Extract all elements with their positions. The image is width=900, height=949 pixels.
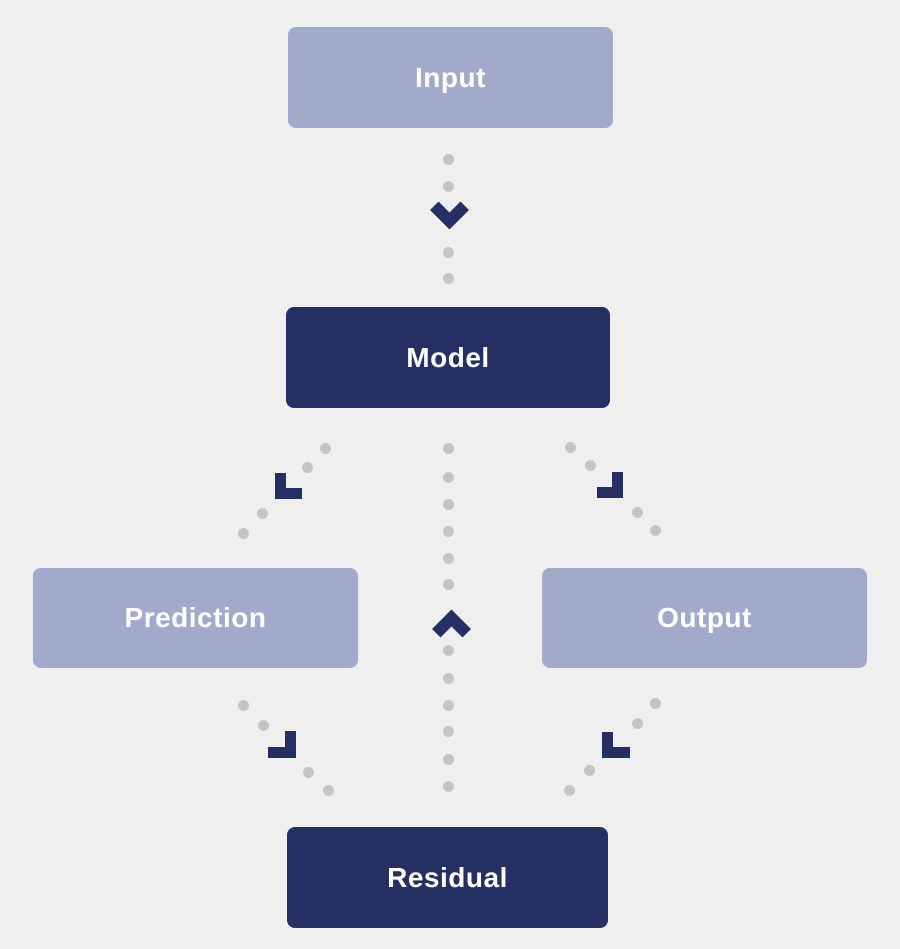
connector-dot	[442, 552, 454, 564]
connector-dot	[583, 764, 595, 776]
node-input: Input	[288, 27, 613, 128]
connector-dot	[631, 717, 643, 729]
connector-dot	[319, 442, 331, 454]
connector-dot	[564, 441, 576, 453]
node-input-label: Input	[415, 61, 486, 93]
connector-dot	[442, 442, 454, 454]
node-output: Output	[542, 568, 867, 668]
connector-dot	[442, 699, 454, 711]
connector-dot	[442, 272, 454, 284]
connector-dot	[442, 780, 454, 792]
connector-dot	[649, 524, 661, 536]
node-residual: Residual	[287, 827, 608, 928]
connector-dot	[442, 471, 454, 483]
connector-dot	[442, 180, 454, 192]
connector-dot	[442, 153, 454, 165]
node-output-label: Output	[657, 602, 752, 633]
connector-dot	[649, 697, 661, 709]
connector-dot	[442, 578, 454, 590]
connector-dot	[256, 507, 268, 519]
connector-dot	[257, 719, 269, 731]
elbow-corner-icon	[275, 473, 302, 499]
elbow-corner-icon	[597, 472, 623, 498]
connector-dot	[301, 461, 313, 473]
chevron-up-icon	[432, 609, 471, 638]
elbow-corner-icon	[602, 732, 630, 758]
connector-dot	[442, 246, 454, 258]
connector-dot	[442, 644, 454, 656]
chevron-down-icon	[430, 201, 469, 230]
connector-dot	[563, 784, 575, 796]
connector-dot	[442, 753, 454, 765]
connector-dot	[237, 699, 249, 711]
node-prediction: Prediction	[33, 568, 358, 668]
connector-dot	[442, 525, 454, 537]
connector-dot	[302, 766, 314, 778]
node-residual-label: Residual	[387, 861, 508, 893]
connector-dot	[442, 725, 454, 737]
connector-dot	[442, 498, 454, 510]
connector-dot	[237, 527, 249, 539]
connector-dot	[442, 672, 454, 684]
node-model: Model	[286, 307, 610, 408]
connector-dot	[584, 459, 596, 471]
connector-dot	[322, 784, 334, 796]
elbow-corner-icon	[268, 731, 296, 758]
node-model-label: Model	[406, 341, 490, 373]
node-prediction-label: Prediction	[124, 602, 267, 633]
connector-dot	[631, 506, 643, 518]
